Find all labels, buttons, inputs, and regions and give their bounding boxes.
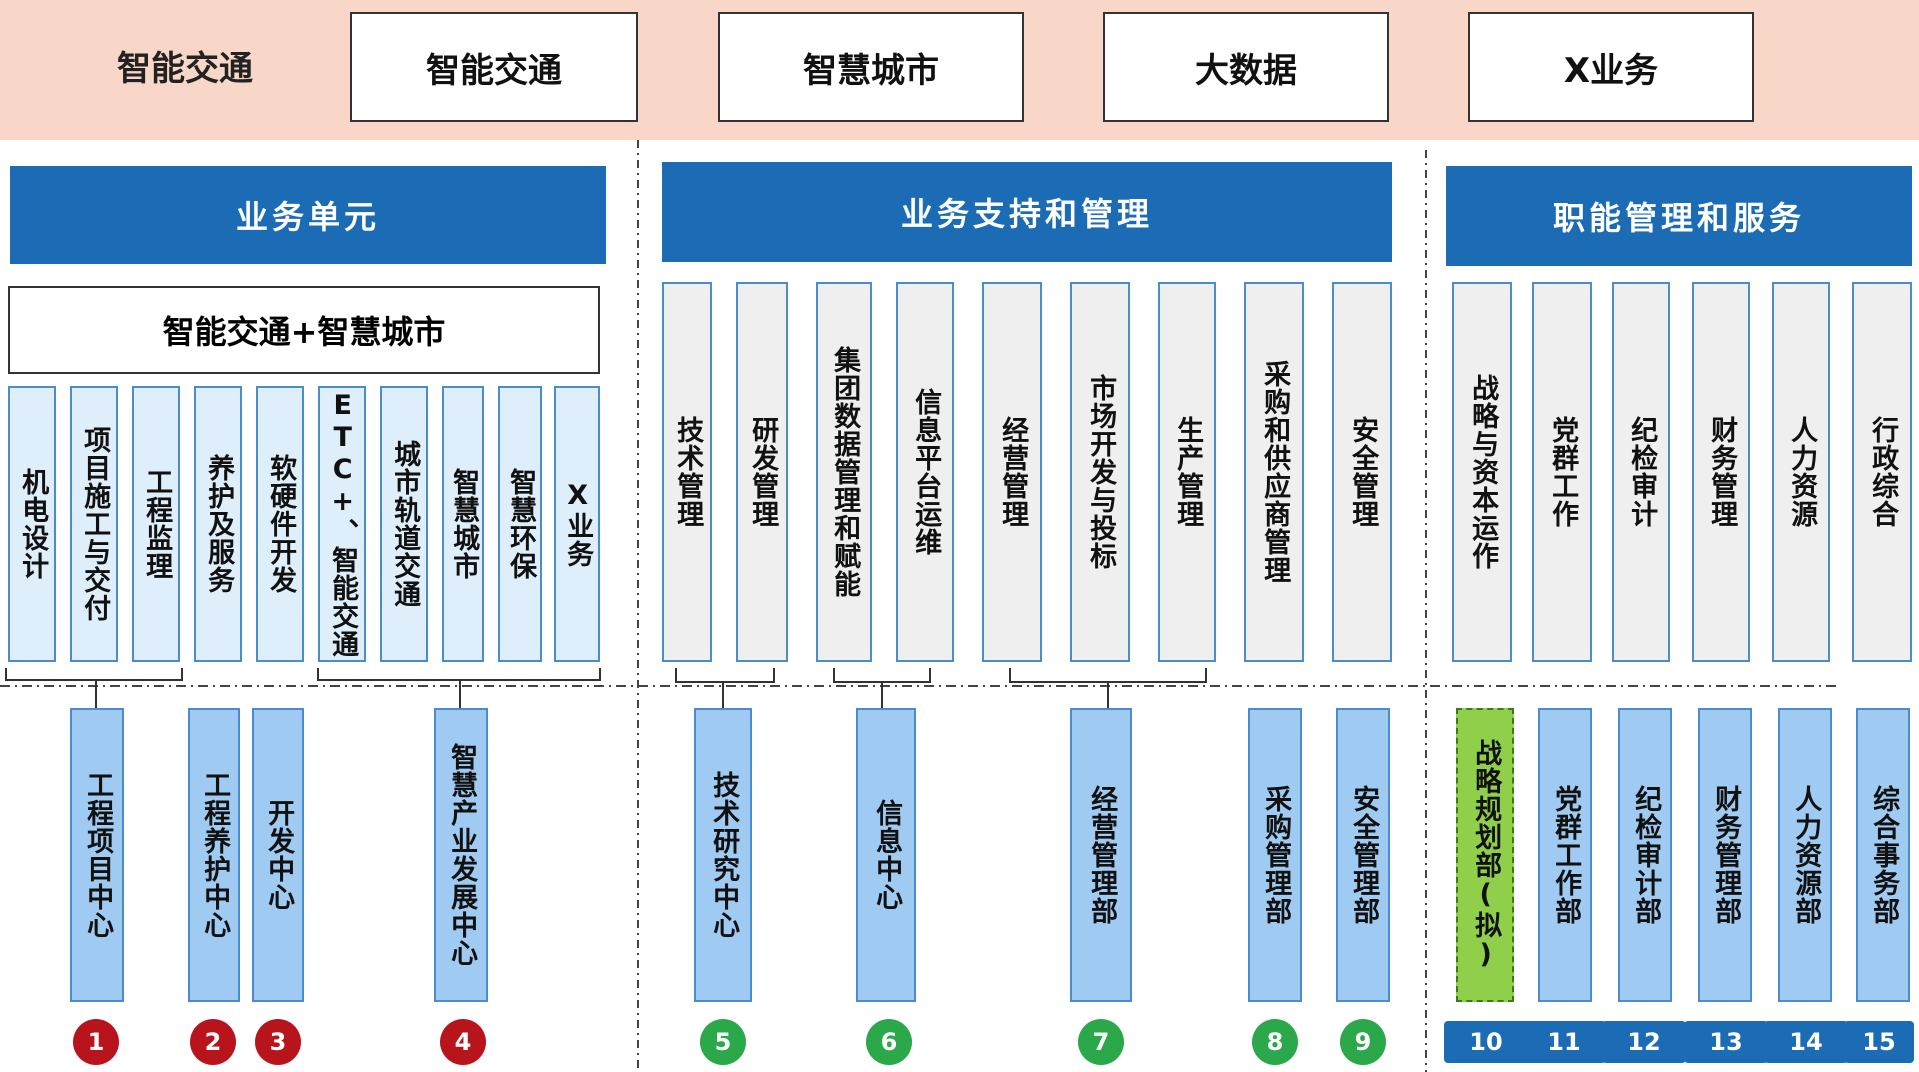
function-box: 项目施工与交付	[70, 386, 118, 662]
function-box: 工程监理	[132, 386, 180, 662]
function-box: 市场开发与投标	[1070, 282, 1130, 662]
function-box: X业务	[554, 386, 600, 662]
department-box: 智慧产业发展中心	[434, 708, 488, 1002]
function-box: 战略与资本运作	[1452, 282, 1512, 662]
function-box: 智慧环保	[498, 386, 542, 662]
department-box: 纪检审计部	[1618, 708, 1672, 1002]
box-smart-transport: 智能交通	[350, 12, 638, 122]
department-box-proposed: 战略规划部(拟)	[1456, 708, 1514, 1002]
band-label: 智能交通	[117, 48, 253, 89]
function-box: 养护及服务	[194, 386, 242, 662]
department-box: 信息中心	[856, 708, 916, 1002]
department-box: 工程养护中心	[188, 708, 240, 1002]
bracket-1	[5, 668, 183, 681]
function-box: 生产管理	[1158, 282, 1216, 662]
section-support: 业务支持和管理	[662, 162, 1392, 262]
badge-2: 2	[190, 1019, 236, 1065]
function-box: 安全管理	[1332, 282, 1392, 662]
bracket-5	[675, 668, 775, 683]
function-box: 机电设计	[8, 386, 56, 662]
department-box: 采购管理部	[1248, 708, 1302, 1002]
bracket-7	[1009, 668, 1207, 683]
box-smart-city: 智慧城市	[718, 12, 1024, 122]
badge-10: 10	[1444, 1021, 1528, 1063]
function-box: 财务管理	[1692, 282, 1750, 662]
department-box: 财务管理部	[1698, 708, 1752, 1002]
badge-13: 13	[1684, 1021, 1768, 1063]
box-x-business: X业务	[1468, 12, 1754, 122]
badge-4: 4	[440, 1019, 486, 1065]
box-big-data: 大数据	[1103, 12, 1389, 122]
department-box: 党群工作部	[1538, 708, 1592, 1002]
department-box: 开发中心	[252, 708, 304, 1002]
badge-6: 6	[866, 1019, 912, 1065]
function-box: 党群工作	[1532, 282, 1592, 662]
function-box: 技术管理	[662, 282, 712, 662]
badge-12: 12	[1602, 1021, 1686, 1063]
badge-15: 15	[1844, 1021, 1914, 1063]
function-box: 软硬件开发	[256, 386, 304, 662]
section-business-unit: 业务单元	[10, 166, 606, 264]
department-box: 经营管理部	[1070, 708, 1132, 1002]
function-box: ETC+、智能交通	[318, 386, 366, 662]
department-box: 综合事务部	[1856, 708, 1910, 1002]
badge-8: 8	[1252, 1019, 1298, 1065]
function-box: 经营管理	[982, 282, 1042, 662]
function-box: 研发管理	[736, 282, 788, 662]
department-box: 技术研究中心	[694, 708, 752, 1002]
function-box: 城市轨道交通	[380, 386, 428, 662]
bracket-6	[833, 668, 931, 683]
function-box: 人力资源	[1772, 282, 1830, 662]
section-functional: 职能管理和服务	[1446, 166, 1912, 266]
department-box: 工程项目中心	[70, 708, 124, 1002]
function-box: 纪检审计	[1612, 282, 1670, 662]
bracket-4	[317, 668, 601, 681]
badge-3: 3	[255, 1019, 301, 1065]
department-box: 人力资源部	[1778, 708, 1832, 1002]
badge-14: 14	[1764, 1021, 1848, 1063]
department-box: 安全管理部	[1336, 708, 1390, 1002]
badge-1: 1	[73, 1019, 119, 1065]
function-box: 信息平台运维	[896, 282, 954, 662]
function-box: 行政综合	[1852, 282, 1912, 662]
badge-11: 11	[1522, 1021, 1606, 1063]
function-box: 集团数据管理和赋能	[816, 282, 872, 662]
badge-5: 5	[700, 1019, 746, 1065]
function-box: 智慧城市	[442, 386, 484, 662]
badge-9: 9	[1340, 1019, 1386, 1065]
badge-7: 7	[1078, 1019, 1124, 1065]
function-box: 采购和供应商管理	[1244, 282, 1304, 662]
group-header: 智能交通+智慧城市	[8, 286, 600, 374]
